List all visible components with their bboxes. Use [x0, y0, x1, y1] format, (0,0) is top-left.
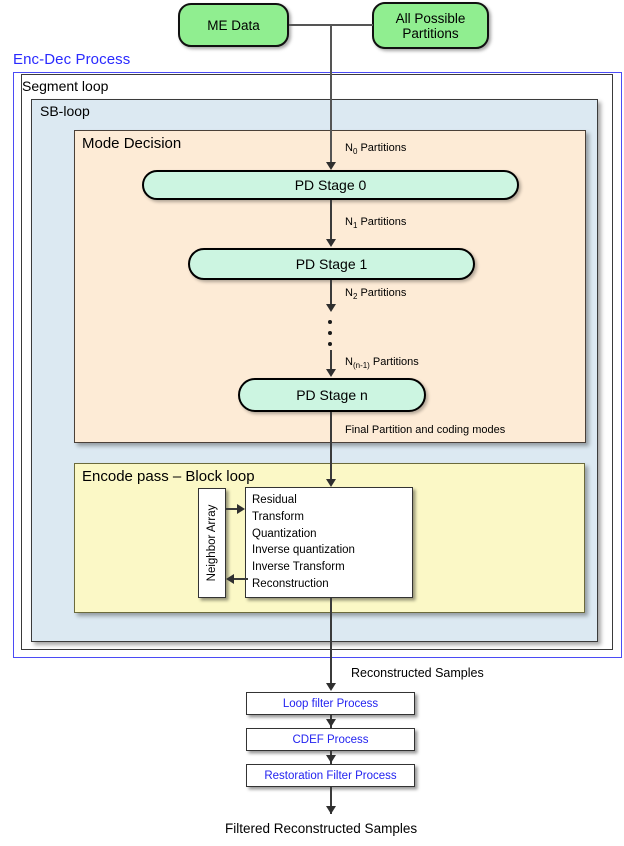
n1-suffix: Partitions	[357, 216, 407, 228]
nn1-symbol: N	[345, 356, 353, 368]
arrowhead-to-cdef	[326, 719, 336, 727]
enc-dec-process-label: Enc-Dec Process	[13, 51, 131, 68]
arrowhead-to-stagen	[326, 369, 336, 377]
caption-reconstructed-samples: Reconstructed Samples	[351, 666, 484, 680]
pd-stage-0-label: PD Stage 0	[294, 177, 367, 193]
n2-suffix: Partitions	[357, 287, 407, 299]
edge-label-final-partition: Final Partition and coding modes	[345, 424, 506, 436]
segment-loop-label: Segment loop	[22, 78, 109, 94]
pd-stage-1-label: PD Stage 1	[295, 256, 368, 272]
block-op-transform: Transform	[252, 510, 304, 523]
edge-label-n0: N0 Partitions	[345, 142, 406, 156]
edge-neighborarray-to-ops	[226, 508, 239, 510]
arrowhead-to-loopfilter	[326, 683, 336, 691]
loop-filter-process-box: Loop filter Process	[246, 692, 415, 715]
n1-symbol: N	[345, 216, 353, 228]
spine-to-stage0	[330, 24, 333, 164]
all-possible-partitions-terminal: All Possible Partitions	[372, 2, 489, 49]
pd-stage-0: PD Stage 0	[142, 170, 519, 200]
edge-restoration-output	[330, 787, 332, 814]
n0-symbol: N	[345, 142, 353, 154]
encode-pass-label: Encode pass – Block loop	[82, 468, 255, 485]
edge-stage0-stage1	[330, 200, 332, 241]
me-data-terminal: ME Data	[178, 3, 289, 47]
edge-label-nn1: N(n-1) Partitions	[345, 356, 419, 370]
arrowhead-to-output	[326, 806, 336, 814]
edge-ops-to-neighborarray	[234, 578, 248, 580]
arrowhead-to-stage1	[326, 239, 336, 247]
block-op-inverse-transform: Inverse Transform	[252, 561, 345, 574]
pd-stage-1: PD Stage 1	[188, 248, 475, 280]
ellipsis-dot	[328, 320, 332, 324]
neighbor-array-box: Neighbor Array	[198, 488, 226, 598]
block-op-inverse-quantization: Inverse quantization	[252, 544, 355, 557]
arrowhead-to-stage0	[326, 162, 336, 170]
block-op-quantization: Quantization	[252, 527, 317, 540]
edge-stage1-dots	[330, 280, 332, 307]
loop-filter-process-label: Loop filter Process	[282, 697, 379, 710]
neighbor-array-label: Neighbor Array	[206, 504, 218, 582]
n1-subscript: 1	[352, 221, 358, 231]
cdef-process-box: CDEF Process	[246, 728, 415, 751]
ellipsis-dot	[328, 331, 332, 335]
cdef-process-label: CDEF Process	[292, 733, 369, 746]
edge-dots-stagen	[330, 350, 332, 372]
arrowhead-to-ops	[237, 504, 245, 514]
me-data-label: ME Data	[207, 17, 260, 33]
block-op-residual: Residual	[252, 494, 297, 506]
arrowhead-to-dots	[326, 304, 336, 312]
block-operations-box: Residual Transform Quantization Inverse …	[245, 487, 413, 598]
pd-stage-n-label: PD Stage n	[296, 387, 368, 403]
arrowhead-to-neighborarray	[226, 574, 234, 584]
edge-label-n2: N2 Partitions	[345, 287, 406, 301]
restoration-filter-process-box: Restoration Filter Process	[246, 764, 415, 787]
n2-subscript: 2	[352, 292, 358, 302]
block-op-reconstruction: Reconstruction	[252, 577, 329, 590]
n0-subscript: 0	[352, 147, 358, 157]
arrowhead-to-restoration	[326, 755, 336, 763]
nn1-suffix: Partitions	[369, 356, 419, 368]
nn1-subscript: (n-1)	[352, 361, 370, 371]
restoration-filter-process-label: Restoration Filter Process	[264, 769, 397, 782]
arrowhead-to-ops-box	[326, 479, 336, 487]
edge-ops-to-loopfilter	[330, 598, 332, 686]
caption-filtered-reconstructed-samples: Filtered Reconstructed Samples	[225, 821, 418, 836]
n2-symbol: N	[345, 287, 353, 299]
enc-dec-process-container	[13, 72, 622, 658]
edge-label-n1: N1 Partitions	[345, 216, 406, 230]
mode-decision-label: Mode Decision	[82, 135, 182, 152]
edge-stagen-encodepass	[330, 412, 332, 484]
pd-stage-n: PD Stage n	[238, 378, 426, 412]
all-possible-partitions-label: All Possible Partitions	[395, 10, 466, 41]
ellipsis-dot	[328, 342, 332, 346]
vertical-ellipsis	[328, 320, 332, 353]
sb-loop-label: SB-loop	[40, 103, 90, 119]
segment-loop-container	[21, 74, 613, 650]
n0-suffix: Partitions	[357, 142, 407, 154]
